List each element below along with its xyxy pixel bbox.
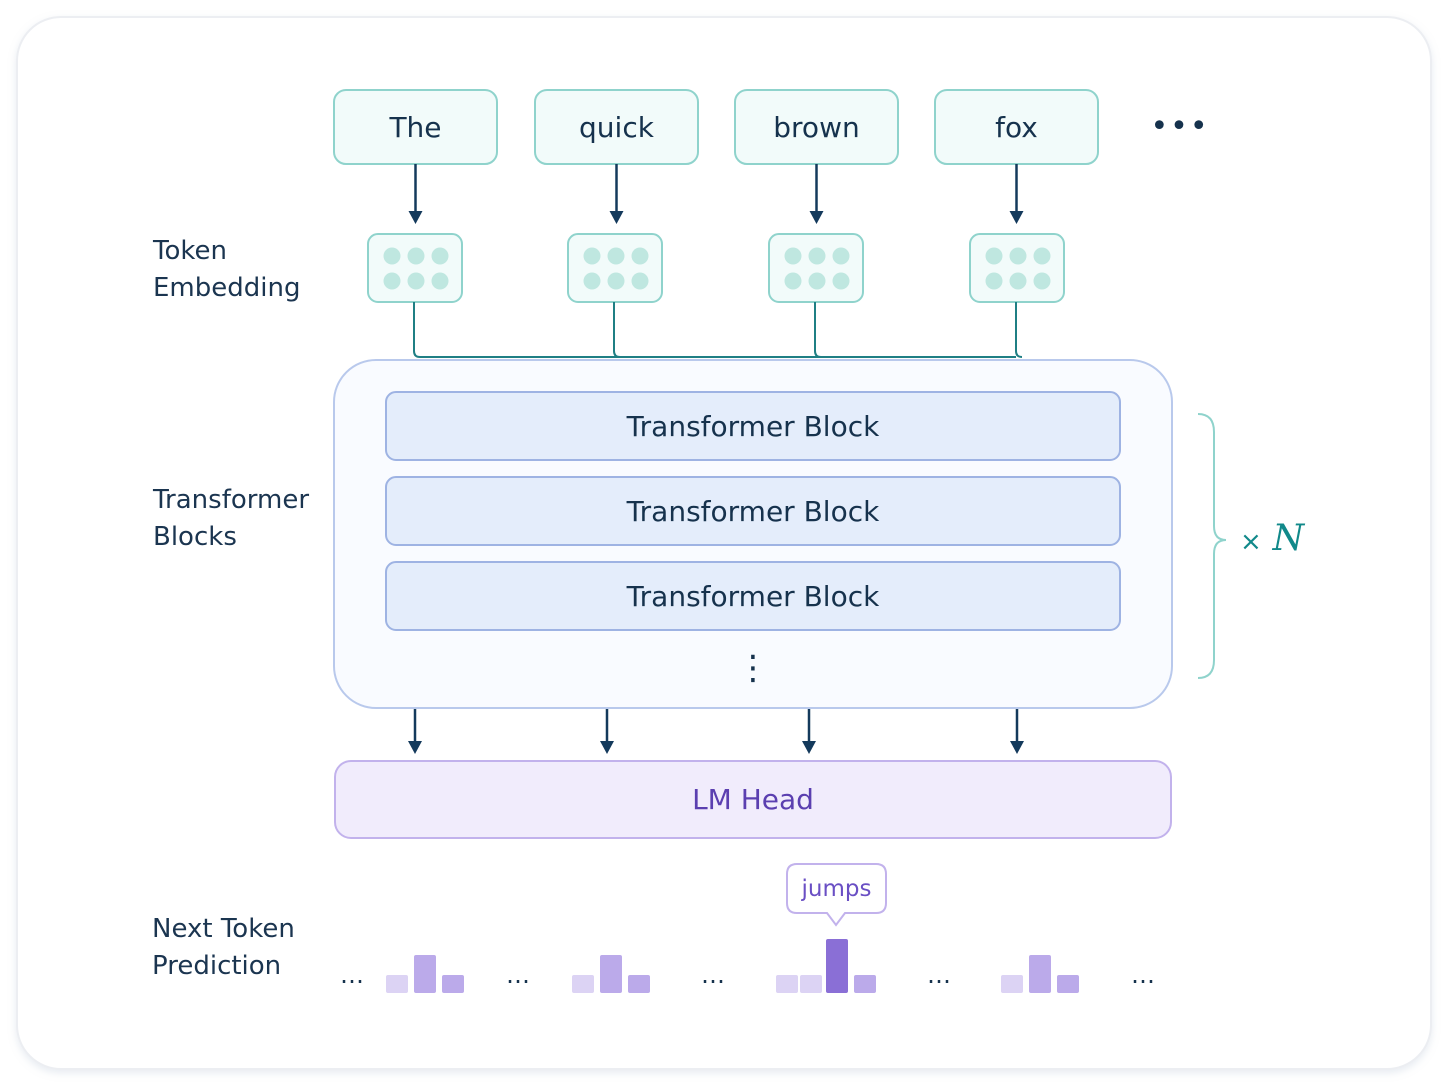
repeat-n-label: × N	[1240, 518, 1304, 559]
lm-head-box	[334, 760, 1172, 839]
token-embedding-label-line-1: Token	[153, 236, 227, 266]
curly-brace-icon	[1197, 413, 1227, 679]
transformer-blocks-label-line-2: Blocks	[153, 522, 237, 552]
token-probability-bars	[776, 939, 876, 993]
transformer-block-label: Transformer Block	[626, 579, 880, 613]
arrow-down-icon	[809, 164, 824, 224]
probability-bar	[442, 975, 464, 993]
arrow-down-icon	[802, 709, 816, 754]
input-token-label: fox	[995, 110, 1038, 144]
transformer-block-label: Transformer Block	[626, 409, 880, 443]
prediction-gap-ellipsis: …	[1131, 961, 1155, 989]
probability-bar	[628, 975, 650, 993]
probability-bar	[776, 975, 798, 993]
repeat-n-symbol: N	[1272, 518, 1305, 559]
next-token-prediction-label-line-2: Prediction	[152, 951, 282, 981]
next-token-prediction-label: Next Token Prediction	[152, 911, 295, 985]
token-continuation-ellipsis: •••	[1150, 108, 1210, 144]
transformer-blocks-label: Transformer Blocks	[153, 482, 309, 556]
transformer-block-box	[385, 561, 1121, 631]
predicted-token-callout	[786, 863, 887, 927]
token-probability-bars	[386, 955, 464, 993]
prediction-gap-ellipsis: …	[927, 961, 951, 989]
probability-bar	[1001, 975, 1023, 993]
arrow-down-icon	[1010, 709, 1024, 754]
probability-bar	[854, 975, 876, 993]
token-embedding-label: Token Embedding	[153, 233, 300, 307]
arrow-down-icon	[408, 164, 423, 224]
block-continuation-ellipsis: ⋮	[736, 648, 770, 688]
next-token-prediction-label-line-1: Next Token	[152, 914, 295, 944]
arrow-down-icon	[408, 709, 422, 754]
transformer-block-box	[385, 391, 1121, 461]
input-token-label: quick	[579, 110, 654, 144]
token-embedding-label-line-2: Embedding	[153, 273, 301, 303]
embedding-vector-icon	[367, 233, 463, 303]
probability-bar	[826, 939, 848, 993]
token-probability-bars	[1001, 955, 1079, 993]
prediction-gap-ellipsis: …	[701, 961, 725, 989]
probability-bar	[386, 975, 408, 993]
input-token-label: The	[389, 110, 442, 144]
embedding-vector-icon	[969, 233, 1065, 303]
probability-bar	[572, 975, 594, 993]
arrow-down-icon	[609, 164, 624, 224]
lm-head-label: LM Head	[692, 783, 814, 816]
probability-bar	[600, 955, 622, 993]
repeat-times-symbol: ×	[1240, 527, 1262, 557]
transformer-block-box	[385, 476, 1121, 546]
probability-bar	[1029, 955, 1051, 993]
probability-bar	[414, 955, 436, 993]
embedding-vector-icon	[768, 233, 864, 303]
transformer-blocks-label-line-1: Transformer	[153, 485, 310, 515]
predicted-token-label: jumps	[801, 875, 872, 902]
arrow-down-icon	[1009, 164, 1024, 224]
transformer-block-label: Transformer Block	[626, 494, 880, 528]
token-probability-bars	[572, 955, 650, 993]
prediction-gap-ellipsis: …	[340, 961, 364, 989]
embedding-connector	[413, 302, 1023, 358]
arrow-down-icon	[600, 709, 614, 754]
input-token-label: brown	[773, 110, 860, 144]
probability-bar	[800, 975, 822, 993]
embedding-vector-icon	[567, 233, 663, 303]
probability-bar	[1057, 975, 1079, 993]
prediction-gap-ellipsis: …	[506, 961, 530, 989]
